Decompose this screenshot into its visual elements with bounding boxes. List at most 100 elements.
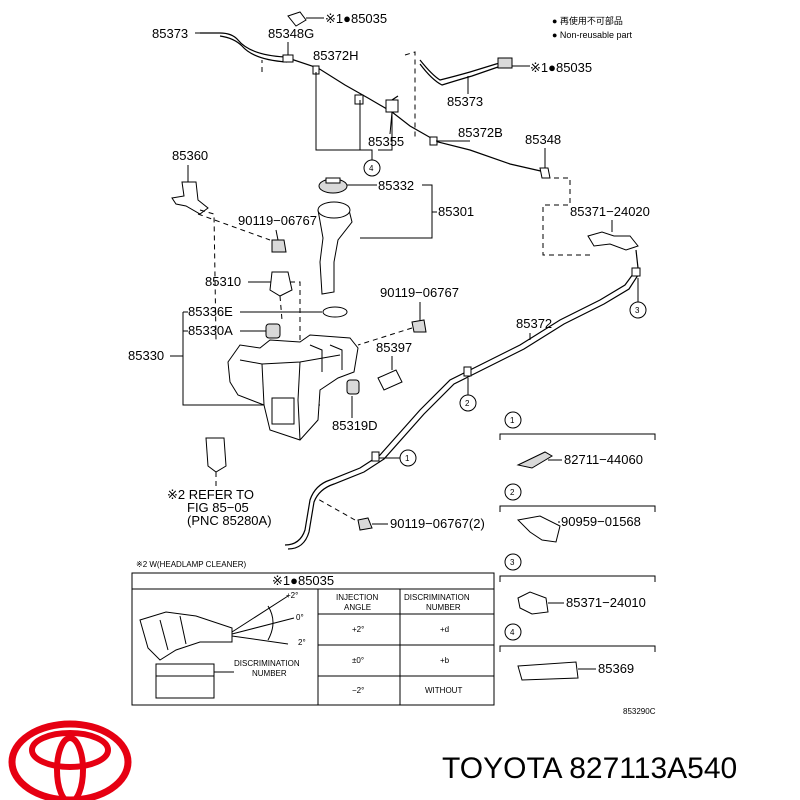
label-85397: 85397 bbox=[376, 340, 412, 355]
label-85371-24020: 85371−24020 bbox=[570, 204, 650, 219]
bolt-90119-c bbox=[357, 517, 373, 531]
nozzle-top-body bbox=[287, 11, 307, 27]
label-85330A: 85330A bbox=[188, 323, 233, 338]
gasket-85336E bbox=[322, 306, 348, 318]
diagram-code: 853290C bbox=[623, 707, 656, 716]
side-4-part: 85369 bbox=[598, 661, 634, 676]
inset-note: ※2 W(HEADLAMP CLEANER) bbox=[136, 560, 246, 569]
callout-1-main bbox=[399, 449, 417, 467]
clamp-85372B bbox=[429, 136, 438, 146]
washer-pump bbox=[205, 437, 227, 473]
refer-line-2: FIG 85−05 bbox=[187, 500, 249, 515]
logo-vertical-ring bbox=[54, 735, 86, 800]
pump-filter-85310 bbox=[269, 271, 293, 297]
refer-line-1: ※2 REFER TO bbox=[167, 487, 254, 502]
legend-line-2: ● Non-reusable part bbox=[552, 30, 632, 40]
clip-hose-2 bbox=[463, 366, 472, 377]
inset-nozzle-sketch bbox=[139, 611, 233, 661]
top-hose-assembly bbox=[200, 11, 551, 179]
side-1-part: 82711−44060 bbox=[564, 452, 643, 467]
inset-header: ※1●85035 bbox=[272, 573, 334, 588]
inset-disc-label-1: DISCRIMINATION bbox=[234, 659, 300, 668]
side-panel-3: 3 85371−24010 bbox=[499, 553, 656, 615]
label-85372: 85372 bbox=[516, 316, 552, 331]
inset-col2-line2: NUMBER bbox=[426, 603, 461, 612]
inset-row3-angle: −2° bbox=[352, 686, 364, 695]
inset-col1-line1: INJECTION bbox=[336, 593, 378, 602]
callout-2-main-text: 2 bbox=[465, 399, 470, 408]
label-85372H: 85372H bbox=[313, 48, 359, 63]
label-85319D: 85319D bbox=[332, 418, 378, 433]
clamp-90959-01568 bbox=[516, 515, 561, 543]
callout-1-main-text: 1 bbox=[405, 454, 410, 463]
legend-line-1: ● 再使用不可部品 bbox=[552, 15, 623, 26]
callout-4-main bbox=[363, 159, 381, 177]
inset-row3-number: WITHOUT bbox=[425, 686, 462, 695]
callout-4-main-text: 4 bbox=[369, 164, 374, 173]
inset-row2-number: +b bbox=[440, 656, 450, 665]
logo-horizontal-ring bbox=[29, 730, 111, 770]
bolt-90119-b bbox=[411, 319, 427, 333]
side-3-part: 85371−24010 bbox=[566, 595, 646, 610]
label-85373-top: 85373 bbox=[152, 26, 188, 41]
label-85348: 85348 bbox=[525, 132, 561, 147]
grommet-85330A bbox=[265, 323, 281, 339]
label-85035-top: ※1●85035 bbox=[325, 11, 387, 26]
label-85332: 85332 bbox=[378, 178, 414, 193]
inset-col2-line1: DISCRIMINATION bbox=[404, 593, 470, 602]
label-85373-right: 85373 bbox=[447, 94, 483, 109]
side-2-num: 2 bbox=[510, 488, 515, 497]
inset-table: ※1●85035 INJECTION ANGLE DISCRIMINATION … bbox=[131, 572, 495, 706]
label-85336E: 85336E bbox=[188, 304, 233, 319]
brand-part-number: TOYOTA 827113A540 bbox=[442, 752, 737, 785]
inset-disc-label-2: NUMBER bbox=[252, 669, 287, 678]
label-85372B: 85372B bbox=[458, 125, 503, 140]
inset-angle-zero: 0° bbox=[296, 613, 304, 622]
joint-a bbox=[354, 94, 364, 105]
inset-angle-plus: +2° bbox=[286, 591, 298, 600]
callout-2-main bbox=[459, 394, 477, 412]
inset-row1-angle: +2° bbox=[352, 625, 364, 634]
level-sensor-85397 bbox=[377, 369, 403, 391]
inset-col1-line2: ANGLE bbox=[344, 603, 371, 612]
side-1-num: 1 bbox=[510, 416, 515, 425]
side-panel-4: 4 85369 bbox=[499, 623, 656, 681]
side-panel-1: 1 82711−44060 bbox=[499, 411, 656, 469]
reservoir-tank-85330 bbox=[227, 334, 359, 441]
label-90119-a: 90119−06767 bbox=[238, 213, 317, 228]
clip-82711-44060 bbox=[516, 451, 553, 469]
clip-85369 bbox=[517, 661, 579, 681]
callout-3-main bbox=[629, 301, 647, 319]
side-panel-2: 2 90959−01568 bbox=[499, 483, 656, 543]
label-85360: 85360 bbox=[172, 148, 208, 163]
side-2-part: 90959−01568 bbox=[561, 514, 641, 529]
label-85310: 85310 bbox=[205, 274, 241, 289]
clip-85371-24010 bbox=[517, 591, 549, 615]
nozzle-85371-24020 bbox=[587, 231, 639, 251]
label-85355: 85355 bbox=[368, 134, 404, 149]
refer-line-3: (PNC 85280A) bbox=[187, 513, 272, 528]
inset-angle-minus: 2° bbox=[298, 638, 306, 647]
toyota-logo bbox=[8, 720, 132, 800]
clip-hose-1 bbox=[371, 451, 380, 462]
cap-85332-top bbox=[325, 177, 341, 184]
label-90119-c: 90119−06767(2) bbox=[390, 516, 485, 531]
side-3-num: 3 bbox=[510, 558, 515, 567]
callout-3-main-text: 3 bbox=[635, 306, 640, 315]
label-85348G: 85348G bbox=[268, 26, 314, 41]
label-85035-right: ※1●85035 bbox=[530, 60, 592, 75]
clamp-85348 bbox=[539, 167, 551, 179]
bracket-85360 bbox=[171, 181, 209, 215]
inset-row2-angle: ±0° bbox=[352, 656, 364, 665]
clip-hose-3 bbox=[631, 267, 641, 277]
side-4-num: 4 bbox=[510, 628, 515, 637]
inset-connector-sketch bbox=[155, 663, 215, 699]
inset-row1-number: +d bbox=[440, 625, 449, 634]
nozzle-right-body bbox=[497, 57, 513, 69]
label-85330: 85330 bbox=[128, 348, 164, 363]
label-90119-b: 90119−06767 bbox=[380, 285, 459, 300]
label-85301: 85301 bbox=[438, 204, 474, 219]
grommet-85319D bbox=[346, 379, 360, 395]
joint-85355 bbox=[385, 99, 399, 113]
